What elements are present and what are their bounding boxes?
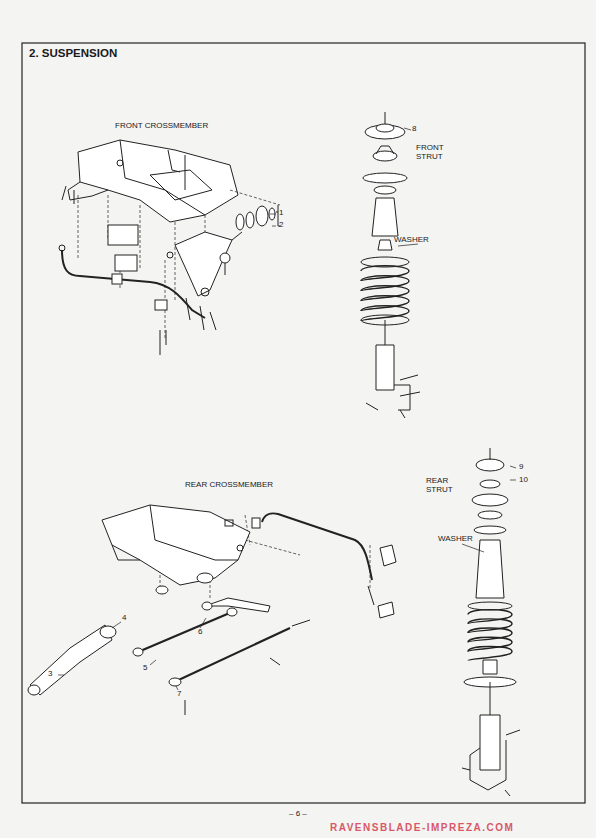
rear-arms: [28, 598, 310, 715]
front-stabilizer: [59, 245, 216, 355]
spring-coil: [468, 628, 512, 642]
front-lower-arm: [175, 232, 242, 296]
rear-strut: [462, 448, 520, 796]
front-strut: [361, 112, 420, 418]
callout-number: 6: [198, 628, 202, 637]
front-hardware: [108, 150, 185, 271]
part-name: REAR CROSSMEMBER: [185, 481, 273, 490]
rear-crossmember: [102, 505, 250, 594]
part-name: WASHER: [394, 236, 429, 245]
rear-stabilizer: [252, 513, 396, 618]
callout-number: 7: [177, 690, 181, 699]
dashed-guides: [78, 190, 370, 600]
callout-number: 3: [48, 670, 52, 679]
spring-coil: [468, 637, 512, 651]
callout-number: 10: [519, 476, 528, 485]
spring-coil: [468, 610, 512, 624]
callout-number: 8: [412, 125, 416, 134]
spring-coil: [468, 646, 512, 660]
spring-coil: [361, 306, 409, 321]
front-bushing-group: [236, 205, 280, 230]
part-name: WASHER: [438, 535, 473, 544]
watermark: RAVENSBLADE-IMPREZA.COM: [330, 822, 514, 833]
spring-coil: [361, 296, 409, 311]
callout-number: 2: [279, 221, 283, 230]
spring-coil: [468, 619, 512, 633]
callout-number: 1: [279, 209, 283, 218]
spring-coil: [361, 286, 409, 301]
part-name: FRONT STRUT: [416, 144, 460, 162]
callout-number: 4: [122, 614, 126, 623]
page-title: 2. SUSPENSION: [29, 47, 117, 60]
part-name: REAR STRUT: [426, 477, 466, 495]
callout-number: 9: [519, 463, 523, 472]
spring-coil: [361, 276, 409, 291]
leader-lines: [58, 128, 516, 690]
callout-number: 5: [143, 664, 147, 673]
front-crossmember: [62, 140, 238, 222]
spring-coil: [361, 266, 409, 281]
part-name: FRONT CROSSMEMBER: [115, 122, 208, 131]
page-frame: [22, 43, 585, 803]
page-number: – 6 –: [289, 810, 307, 819]
